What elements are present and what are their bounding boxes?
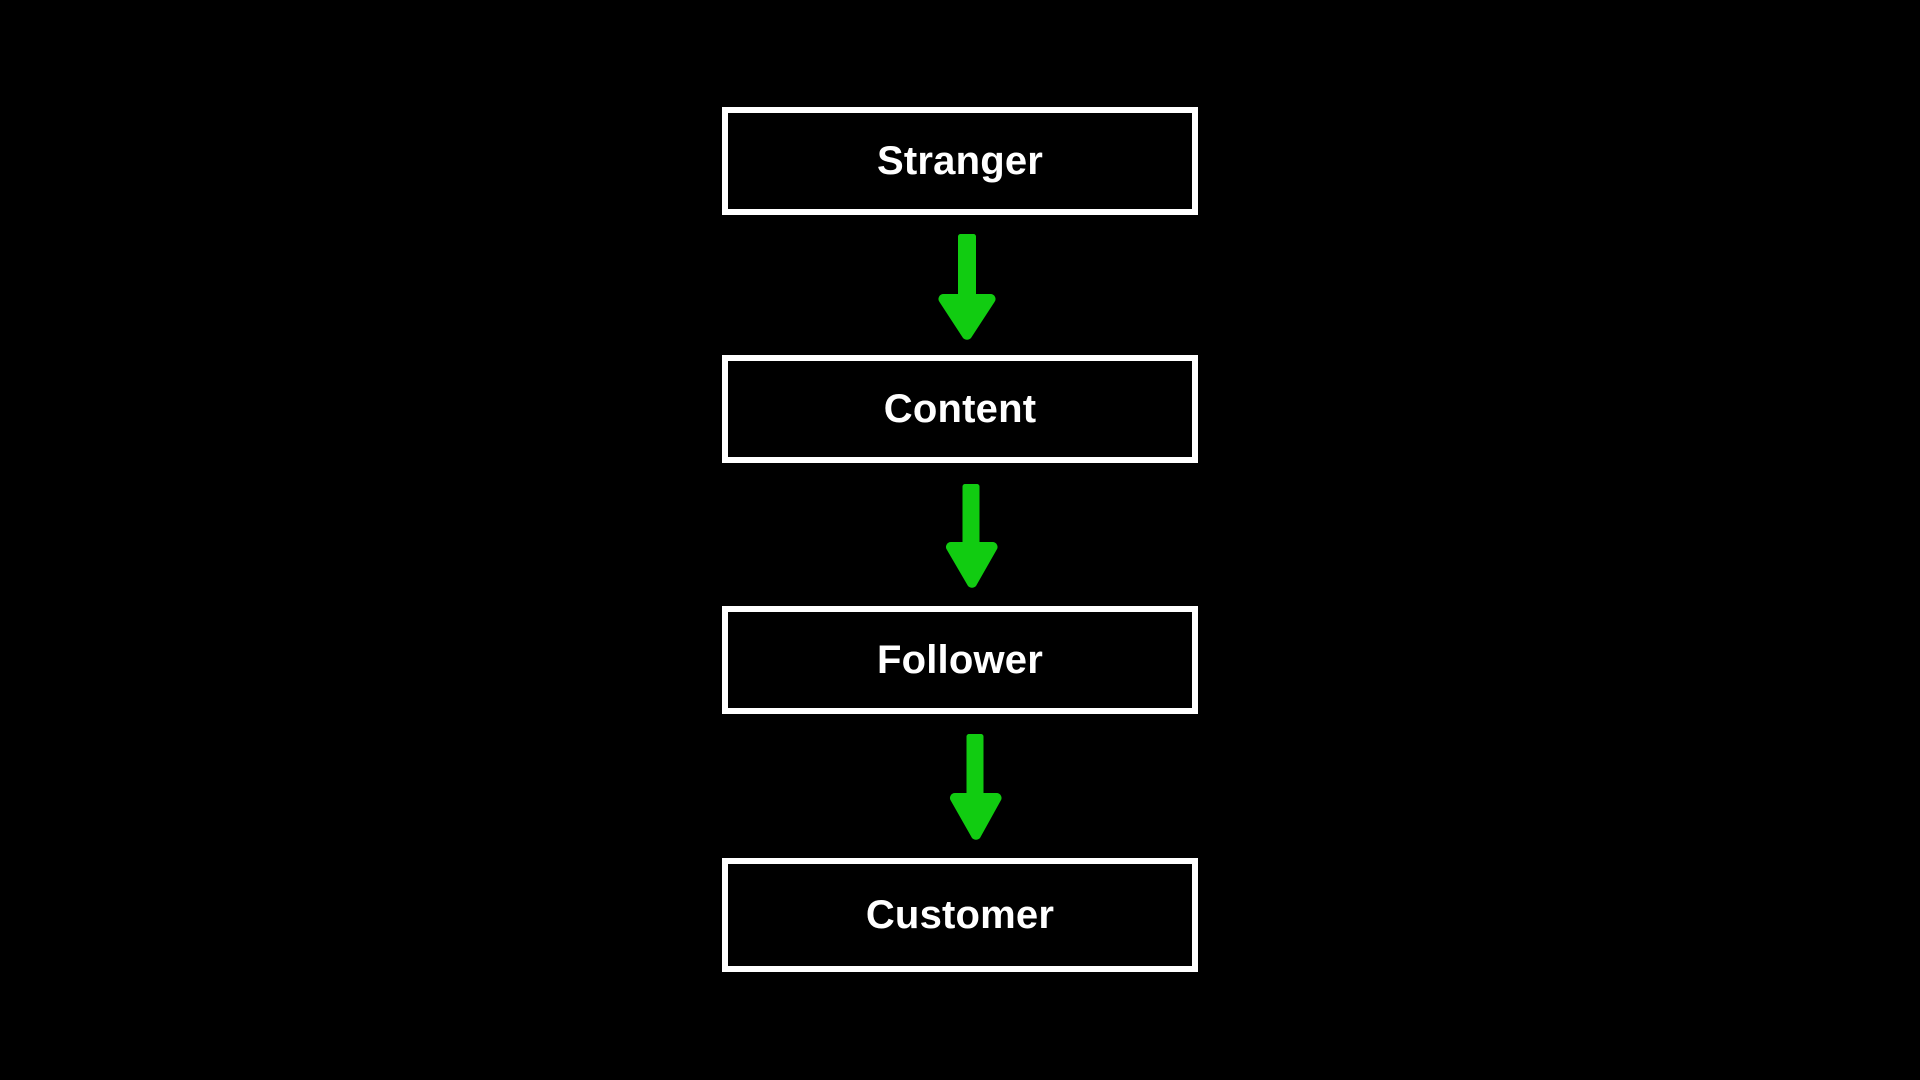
flow-arrow-follower-to-customer — [948, 732, 1004, 844]
flow-node-follower[interactable]: Follower — [722, 606, 1198, 714]
down-arrow-icon — [946, 484, 998, 588]
flow-node-label: Follower — [876, 638, 1044, 682]
flow-arrow-stranger-to-content — [936, 232, 998, 344]
down-arrow-icon — [938, 234, 996, 340]
flow-node-stranger[interactable]: Stranger — [722, 107, 1198, 215]
flow-arrow-content-to-follower — [944, 482, 1000, 592]
flow-node-label: Customer — [865, 893, 1055, 937]
flow-node-label: Content — [883, 387, 1037, 431]
flow-node-content[interactable]: Content — [722, 355, 1198, 463]
down-arrow-icon — [950, 734, 1002, 840]
flow-node-label: Stranger — [876, 139, 1044, 183]
flow-node-customer[interactable]: Customer — [722, 858, 1198, 972]
